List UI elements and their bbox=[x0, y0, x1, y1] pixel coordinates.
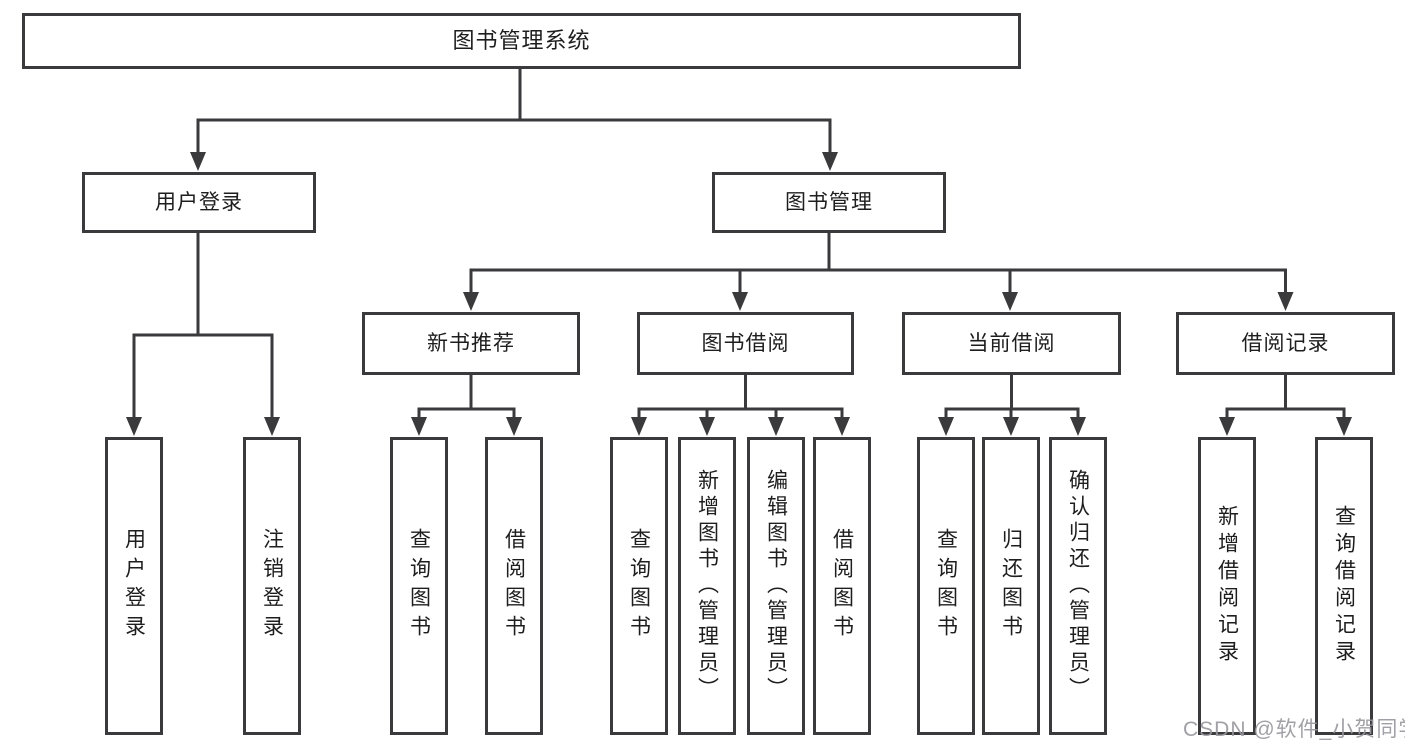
arrowhead-icon bbox=[506, 417, 522, 436]
arrowhead-icon bbox=[1219, 417, 1235, 436]
arrowhead-icon bbox=[938, 417, 954, 436]
leaf-query-book-label: 查询图书 bbox=[627, 528, 651, 644]
leaf-add-borrow-record: 新增借阅记录 bbox=[1198, 437, 1256, 735]
node-new-book-recommend: 新书推荐 bbox=[362, 312, 580, 375]
node-book-borrow-label: 图书借阅 bbox=[701, 332, 790, 355]
arrowhead-icon bbox=[1336, 417, 1352, 436]
arrowhead-icon bbox=[732, 292, 748, 311]
arrowhead-icon bbox=[834, 417, 850, 436]
node-root: 图书管理系统 bbox=[22, 13, 1021, 69]
node-root-label: 图书管理系统 bbox=[452, 28, 591, 53]
leaf-borrow-book: 借阅图书 bbox=[813, 437, 871, 735]
arrowhead-icon bbox=[768, 417, 784, 436]
node-book-management-label: 图书管理 bbox=[785, 191, 873, 214]
connector-current-borrow-children bbox=[938, 375, 1086, 436]
arrowhead-icon bbox=[463, 292, 479, 311]
leaf-query-borrow-record: 查询借阅记录 bbox=[1315, 437, 1373, 735]
node-borrow-record: 借阅记录 bbox=[1176, 312, 1395, 375]
leaf-query-book-label: 查询图书 bbox=[934, 528, 958, 644]
leaf-borrow-book: 借阅图书 bbox=[485, 437, 543, 735]
leaf-query-book: 查询图书 bbox=[917, 437, 975, 735]
arrowhead-icon bbox=[822, 152, 838, 171]
arrowhead-icon bbox=[631, 417, 647, 436]
csdn-watermark: CSDN @软件_小贺同学 bbox=[1183, 718, 1405, 741]
arrowhead-icon bbox=[1070, 417, 1086, 436]
node-borrow-record-label: 借阅记录 bbox=[1241, 332, 1330, 355]
arrowhead-icon bbox=[126, 417, 142, 436]
leaf-query-borrow-record-label: 查询借阅记录 bbox=[1332, 505, 1356, 667]
arrowhead-icon bbox=[1002, 292, 1018, 311]
leaf-query-book: 查询图书 bbox=[390, 437, 448, 735]
node-current-borrow-label: 当前借阅 bbox=[967, 332, 1056, 355]
leaf-return-book-label: 归还图书 bbox=[999, 528, 1023, 644]
node-new-book-recommend-label: 新书推荐 bbox=[427, 332, 515, 355]
leaf-query-book-label: 查询图书 bbox=[407, 528, 431, 644]
arrowhead-icon bbox=[699, 417, 715, 436]
leaf-borrow-book-label: 借阅图书 bbox=[502, 528, 526, 644]
leaf-add-book-admin-label: 新增图书（管理员） bbox=[695, 469, 719, 703]
node-current-borrow: 当前借阅 bbox=[902, 312, 1121, 375]
connector-new-book-children bbox=[411, 375, 522, 436]
connector-borrow-record-children bbox=[1219, 375, 1352, 436]
leaf-confirm-return-admin: 确认归还（管理员） bbox=[1049, 437, 1107, 735]
leaf-user-login-label: 用户登录 bbox=[122, 528, 146, 644]
connector-book-mgmt-children bbox=[463, 233, 1294, 311]
leaf-user-login: 用户登录 bbox=[105, 437, 163, 735]
connector-user-login-children bbox=[126, 233, 280, 436]
leaf-edit-book-admin-label: 编辑图书（管理员） bbox=[764, 469, 788, 703]
leaf-borrow-book-label: 借阅图书 bbox=[830, 528, 854, 644]
node-user-login: 用户登录 bbox=[82, 172, 316, 233]
leaf-confirm-return-admin-label: 确认归还（管理员） bbox=[1066, 469, 1090, 703]
leaf-logout-label: 注销登录 bbox=[260, 528, 284, 644]
leaf-add-borrow-record-label: 新增借阅记录 bbox=[1215, 505, 1239, 667]
leaf-add-book-admin: 新增图书（管理员） bbox=[678, 437, 736, 735]
arrowhead-icon bbox=[190, 152, 206, 171]
leaf-query-book: 查询图书 bbox=[610, 437, 668, 735]
connector-book-borrow-children bbox=[631, 375, 850, 436]
node-book-management: 图书管理 bbox=[712, 172, 946, 233]
leaf-logout: 注销登录 bbox=[243, 437, 301, 735]
arrowhead-icon bbox=[264, 417, 280, 436]
arrowhead-icon bbox=[411, 417, 427, 436]
leaf-edit-book-admin: 编辑图书（管理员） bbox=[747, 437, 805, 735]
arrowhead-icon bbox=[1003, 417, 1019, 436]
leaf-return-book: 归还图书 bbox=[982, 437, 1040, 735]
node-user-login-label: 用户登录 bbox=[155, 191, 243, 214]
node-book-borrow: 图书借阅 bbox=[637, 312, 854, 375]
arrowhead-icon bbox=[1277, 292, 1294, 311]
connector-root-to-level2 bbox=[190, 69, 838, 171]
